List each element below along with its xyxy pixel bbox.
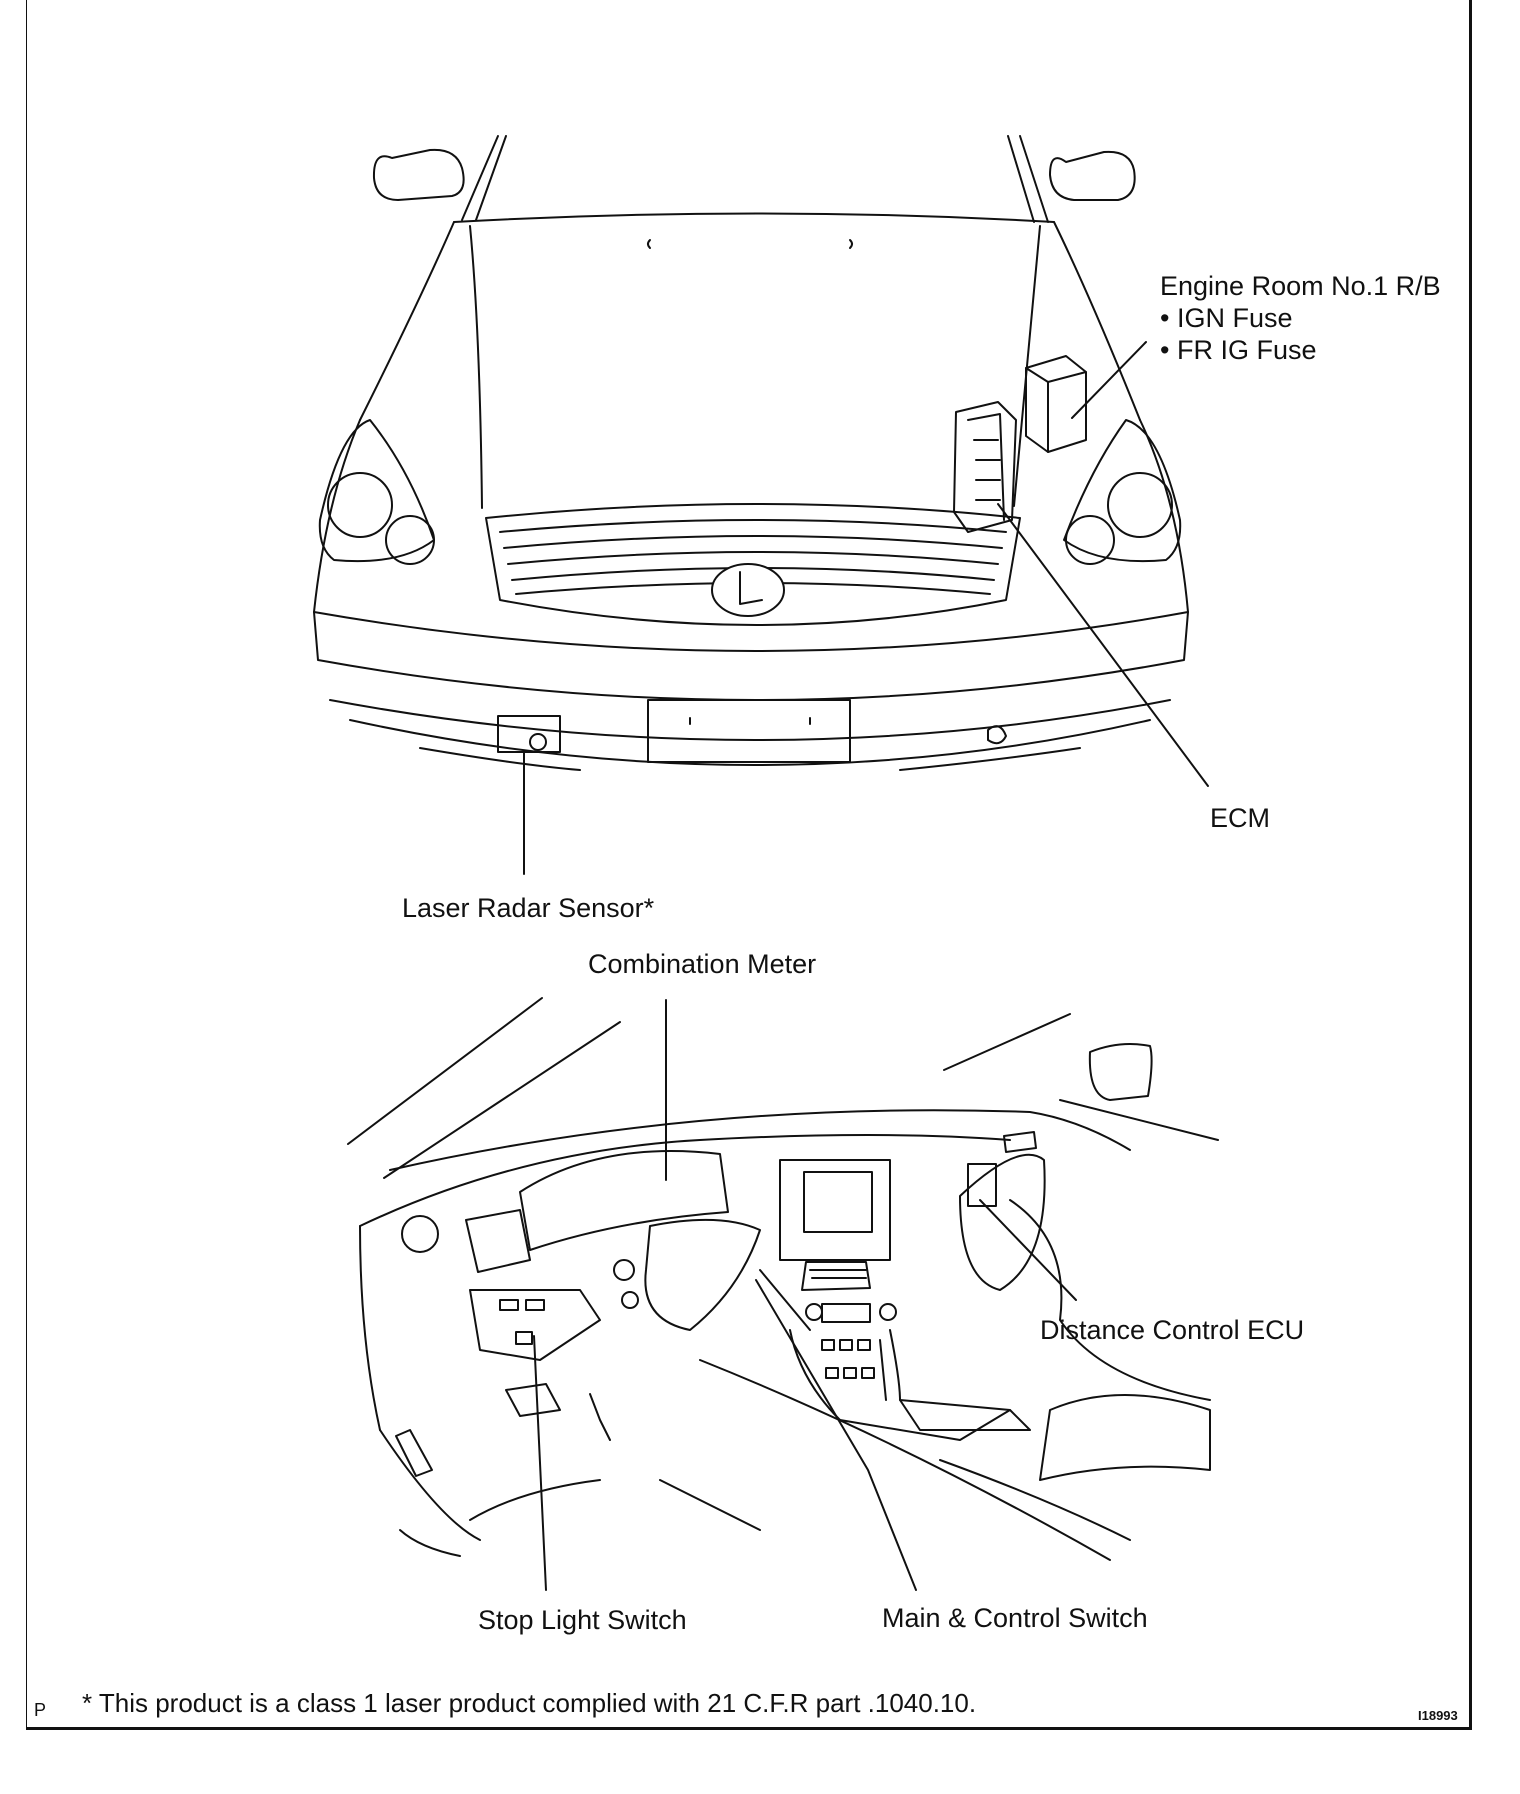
laser-radar-sensor-label: Laser Radar Sensor* [402, 893, 655, 923]
stop-light-switch-label: Stop Light Switch [478, 1605, 687, 1635]
ecm-label: ECM [1210, 803, 1270, 833]
distance-control-ecu-label: Distance Control ECU [1040, 1315, 1305, 1345]
page-marker: P [34, 1700, 47, 1720]
fr-ig-fuse-label: FR IG Fuse [1160, 334, 1317, 366]
car-front-illustration [313, 135, 1209, 875]
figure-code: I18993 [1418, 1708, 1458, 1723]
combination-meter-label: Combination Meter [588, 949, 817, 979]
ign-fuse-label: IGN Fuse [1160, 302, 1293, 334]
interior-illustration [347, 997, 1219, 1591]
engine-room-rb-label: Engine Room No.1 R/B [1160, 271, 1441, 301]
laser-class-footnote: * This product is a class 1 laser produc… [82, 1688, 977, 1718]
page-frame [26, 0, 1472, 1730]
main-control-switch-label: Main & Control Switch [882, 1603, 1148, 1633]
